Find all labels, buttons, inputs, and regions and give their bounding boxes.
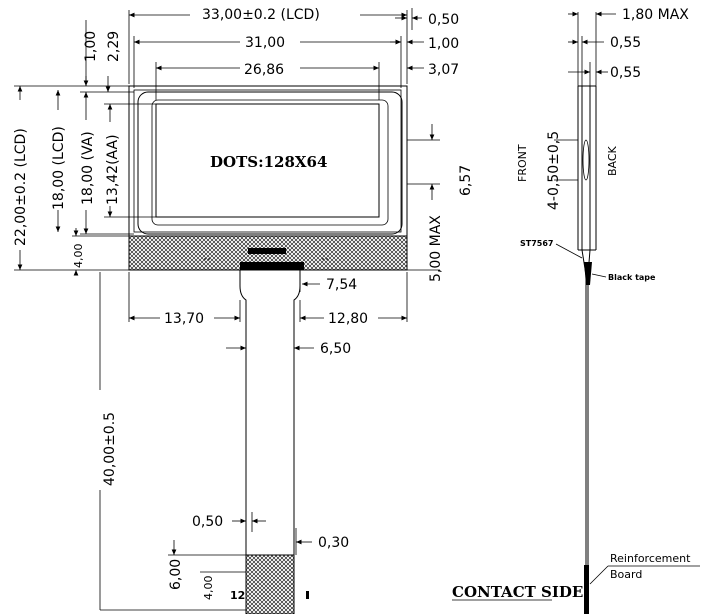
front-view: DOTS:128X64 12 33,00±0.2 (LCD) 31,00 26,… <box>10 4 583 614</box>
reinforcement-label-1: Reinforcement <box>610 552 691 565</box>
dim-top-229: 2,29 <box>106 31 122 62</box>
dim-400: 4,00 <box>72 244 85 269</box>
dim-657: 6,57 <box>458 165 474 196</box>
viewing-area <box>137 91 403 235</box>
dim-lcd-18: 18,00 (LCD) <box>51 126 67 210</box>
black-tape <box>584 262 592 285</box>
dim-1370: 13,70 <box>164 311 204 327</box>
pin-1-mark <box>306 591 309 599</box>
lcd-inner-outline <box>133 89 402 233</box>
contact-side-label: CONTACT SIDE <box>452 583 583 601</box>
reinforcement-label-2: Board <box>610 568 642 581</box>
dim-4000b: 4,00 <box>202 576 215 601</box>
dim-600: 6,00 <box>168 559 184 590</box>
dim-aa-height: 13,42(AA) <box>105 134 121 205</box>
dim-offset-307: 3,07 <box>428 62 459 78</box>
dim-lcd-width: 33,00±0.2 (LCD) <box>202 7 320 23</box>
dim-1280: 12,80 <box>328 311 368 327</box>
ic-label: ST7567 <box>520 239 553 248</box>
side-view: 1,80 MAX 0,55 0,55 4-0,50±0,5 FRONT BACK… <box>516 7 700 614</box>
dim-650: 6,50 <box>320 341 351 357</box>
dots-label: DOTS:128X64 <box>210 153 327 171</box>
dim-offset-100: 1,00 <box>428 36 459 52</box>
fpc-contact-area <box>245 554 295 614</box>
dim-055b: 0,55 <box>610 65 641 81</box>
fpc-tail <box>239 270 301 556</box>
dim-offset-050: 0,50 <box>428 12 459 28</box>
viewing-area-inner <box>151 99 389 226</box>
driver-ic <box>248 248 286 254</box>
pin-12-label: 12 <box>230 589 245 602</box>
fpc-connector <box>240 262 304 270</box>
dim-aa-width: 26,86 <box>244 62 284 78</box>
back-label: BACK <box>606 145 619 176</box>
dim-4000: 40,00±0.5 <box>102 412 118 486</box>
front-label: FRONT <box>516 144 529 182</box>
dim-va-width: 31,00 <box>245 35 285 51</box>
dim-500max: 5,00 MAX <box>428 215 444 282</box>
dim-030: 0,30 <box>318 535 349 551</box>
active-area <box>155 103 380 218</box>
dim-va-height: 18,00 (VA) <box>80 131 96 205</box>
dim-lcd-height: 22,00±0.2 (LCD) <box>13 128 29 246</box>
dim-top-100: 1,00 <box>83 31 99 62</box>
reinforcement-board <box>584 565 589 614</box>
dim-055a: 0,55 <box>610 35 641 51</box>
dim-754: 7,54 <box>326 277 357 293</box>
dim-050b: 0,50 <box>192 514 223 530</box>
dim-180max: 1,80 MAX <box>622 7 689 23</box>
black-tape-label: Black tape <box>608 273 656 282</box>
dim-holes: 4-0,50±0,5 <box>546 131 562 210</box>
